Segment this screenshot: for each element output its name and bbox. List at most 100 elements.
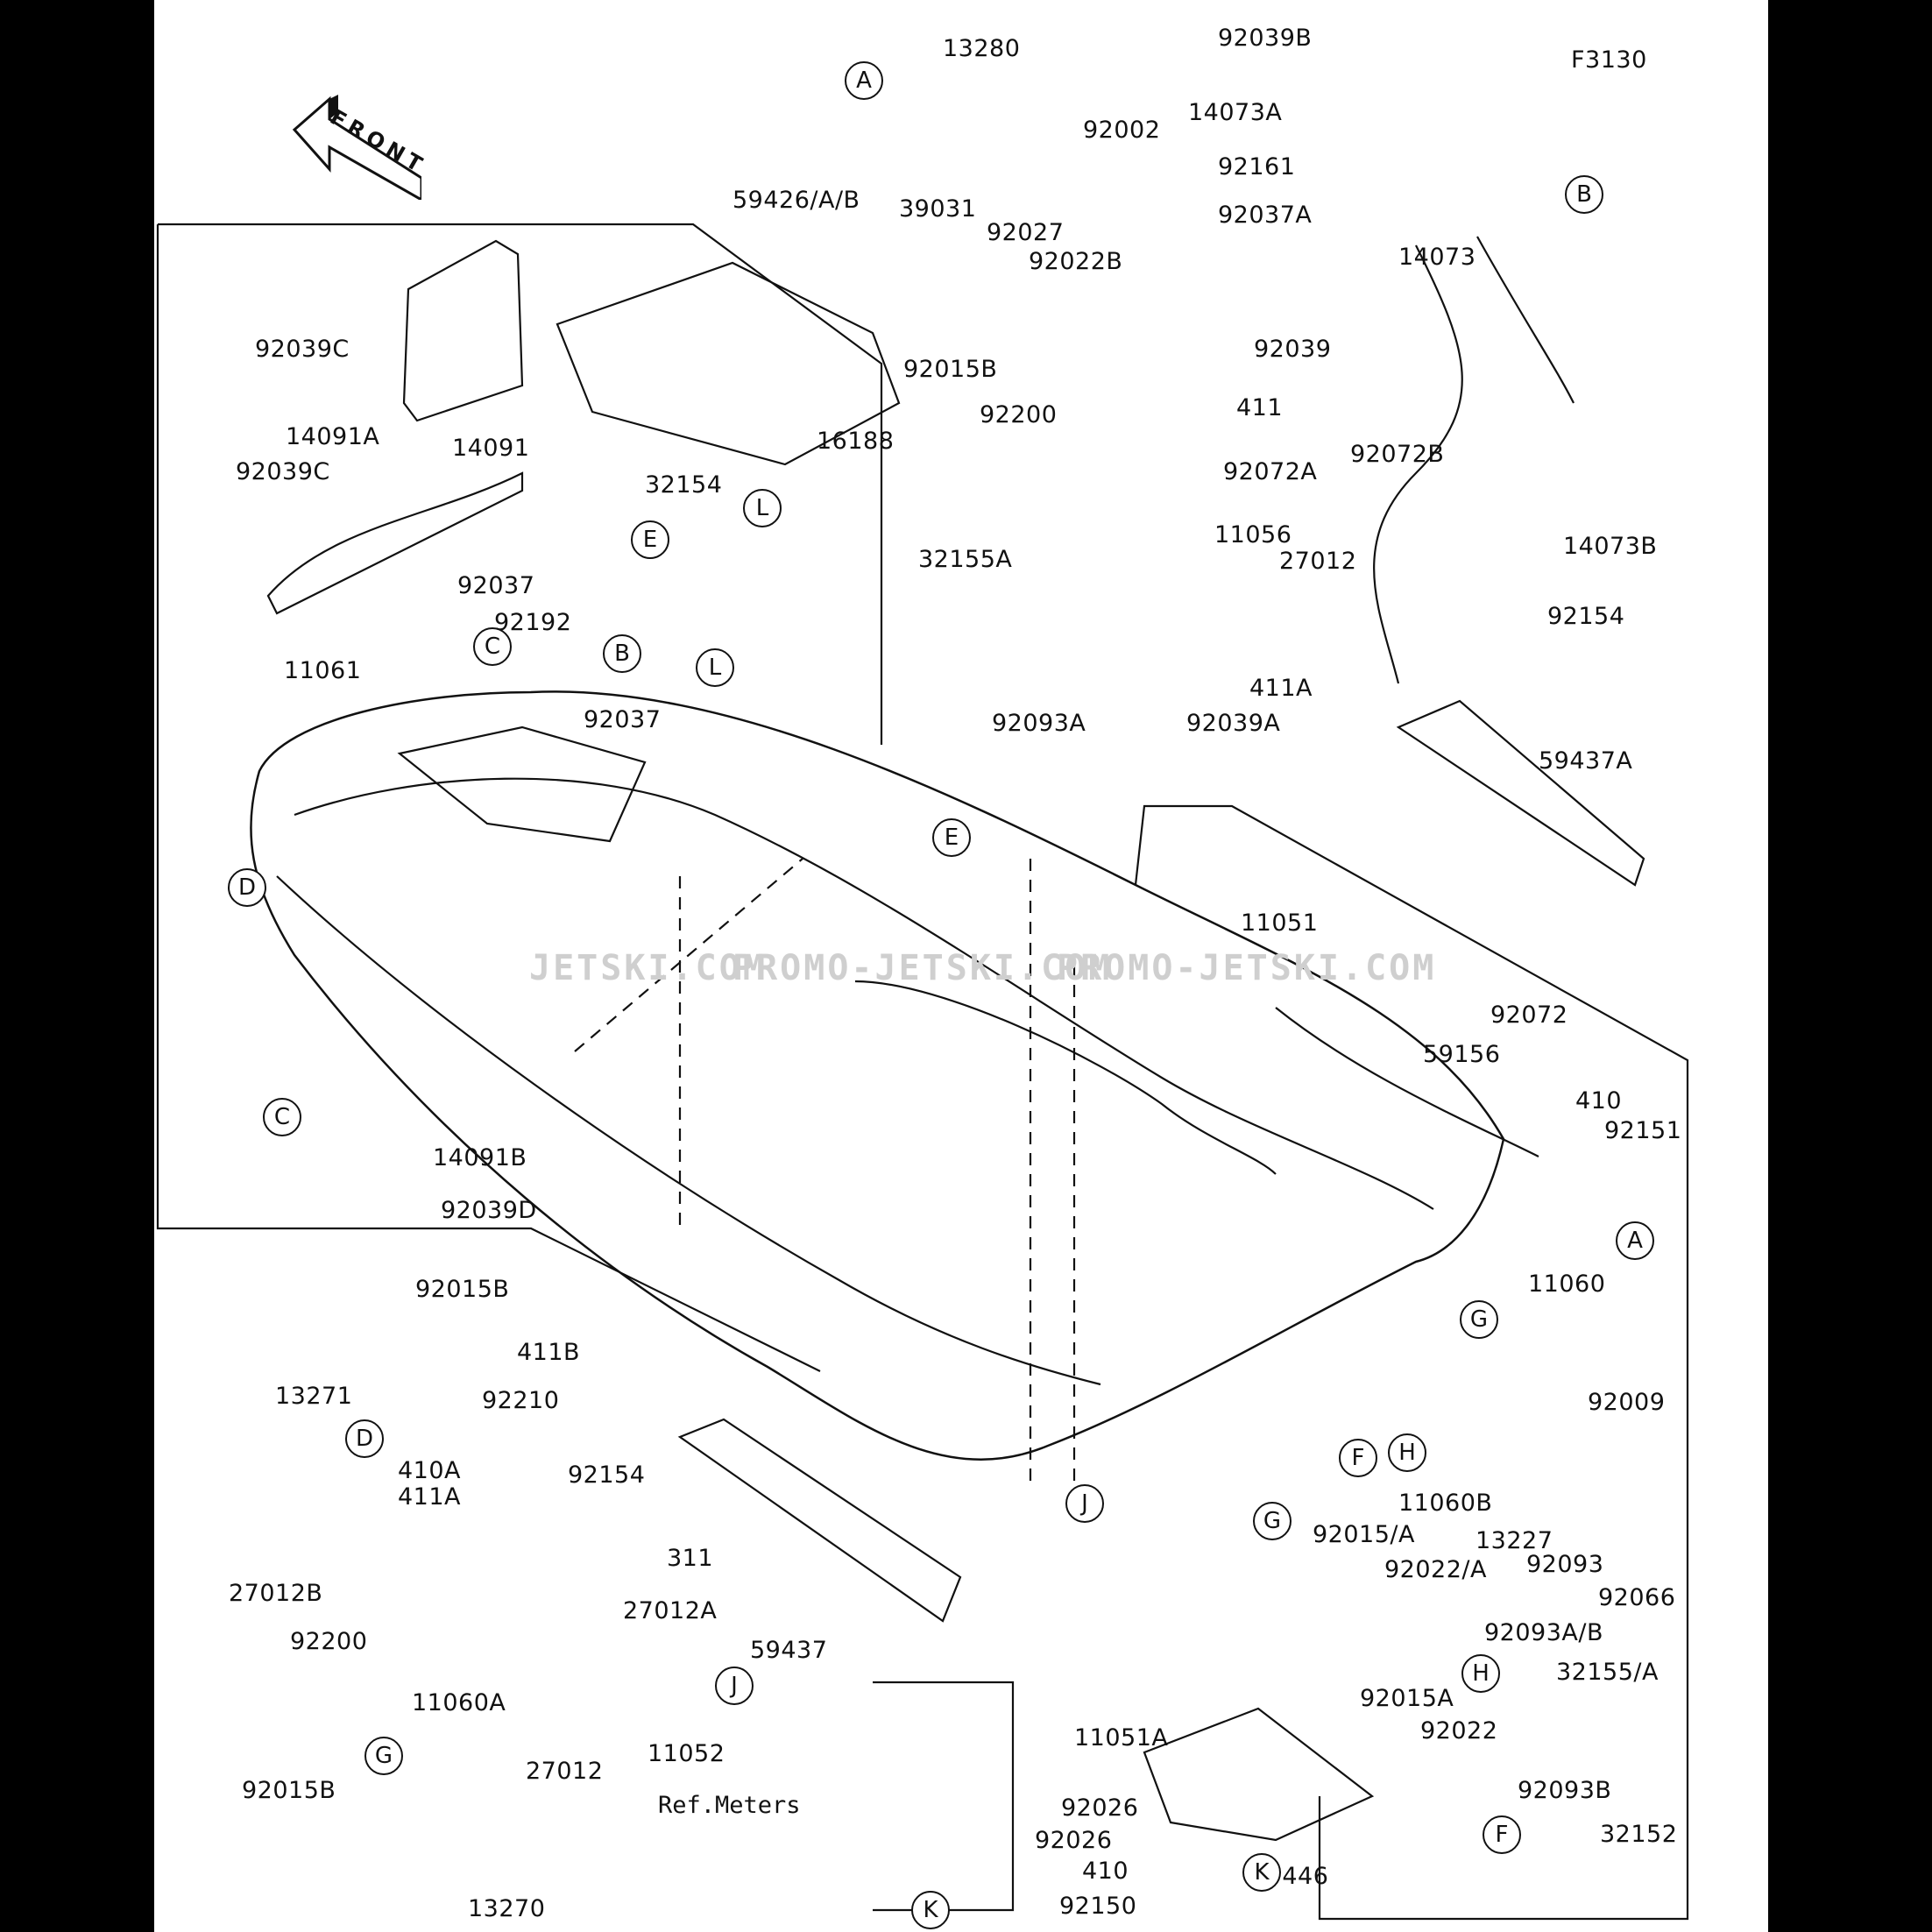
part-label[interactable]: 59426/A/B [732, 187, 860, 214]
part-label[interactable]: 92072B [1350, 441, 1445, 468]
part-label[interactable]: 11061 [284, 657, 362, 684]
part-label[interactable]: 32155A [918, 546, 1013, 573]
part-label[interactable]: 410A [398, 1457, 462, 1484]
ref-marker-f[interactable]: F [1339, 1439, 1377, 1477]
part-label[interactable]: 92072 [1490, 1001, 1568, 1029]
part-label[interactable]: 92009 [1588, 1389, 1666, 1416]
ref-marker-e[interactable]: E [631, 520, 669, 559]
part-label[interactable]: 14073B [1563, 533, 1658, 560]
part-label[interactable]: 92027 [987, 219, 1065, 246]
ref-marker-b[interactable]: B [1565, 175, 1603, 214]
part-label[interactable]: 92037 [584, 706, 662, 733]
ref-marker-j[interactable]: J [1065, 1484, 1104, 1523]
ref-marker-c[interactable]: C [473, 627, 512, 666]
part-label[interactable]: 92192 [494, 609, 572, 636]
part-label[interactable]: 92161 [1218, 153, 1296, 180]
part-label[interactable]: 311 [667, 1545, 714, 1572]
part-label[interactable]: 11060 [1528, 1270, 1606, 1298]
part-label[interactable]: 92037 [457, 572, 535, 599]
part-label[interactable]: 14091 [452, 435, 530, 462]
part-label[interactable]: 92154 [568, 1461, 646, 1489]
part-label[interactable]: 92015/A [1313, 1521, 1415, 1548]
part-label[interactable]: 32152 [1600, 1821, 1678, 1848]
part-label[interactable]: 411B [517, 1339, 581, 1366]
part-label[interactable]: 92022B [1029, 248, 1123, 275]
part-label[interactable]: 14091B [433, 1144, 527, 1171]
part-label[interactable]: 11056 [1214, 521, 1292, 548]
part-label[interactable]: 411A [1249, 675, 1313, 702]
ref-marker-j[interactable]: J [715, 1667, 754, 1705]
part-label[interactable]: 92039A [1186, 710, 1281, 737]
ref-marker-c[interactable]: C [263, 1098, 301, 1136]
part-label[interactable]: 92039B [1218, 25, 1313, 52]
part-label[interactable]: 92002 [1083, 117, 1161, 144]
part-label[interactable]: 14091A [286, 423, 380, 450]
part-label[interactable]: 92072A [1223, 458, 1318, 485]
part-label[interactable]: 92039C [236, 458, 330, 485]
ref-marker-d[interactable]: D [228, 868, 266, 907]
ref-marker-g[interactable]: G [1253, 1502, 1292, 1540]
part-label[interactable]: 13227 [1476, 1527, 1553, 1554]
ref-marker-h[interactable]: H [1388, 1433, 1426, 1472]
part-label[interactable]: 13270 [468, 1895, 546, 1922]
part-label[interactable]: 27012 [1279, 548, 1357, 575]
ref-marker-l[interactable]: L [743, 489, 782, 527]
part-label[interactable]: 92200 [980, 401, 1058, 428]
ref-marker-f[interactable]: F [1483, 1815, 1521, 1854]
part-label[interactable]: 11060B [1398, 1490, 1493, 1517]
part-label[interactable]: 411 [1236, 394, 1284, 421]
part-label[interactable]: 11051 [1241, 909, 1319, 937]
part-label[interactable]: 13271 [275, 1383, 353, 1410]
part-label[interactable]: 59437A [1539, 747, 1633, 775]
part-label[interactable]: 27012A [623, 1597, 718, 1624]
ref-marker-e[interactable]: E [932, 818, 971, 857]
ref-marker-k[interactable]: K [1242, 1853, 1281, 1892]
part-label[interactable]: 92154 [1547, 603, 1625, 630]
part-label[interactable]: 410 [1575, 1087, 1623, 1115]
ref-marker-h[interactable]: H [1461, 1654, 1500, 1693]
part-label[interactable]: 11052 [648, 1740, 725, 1767]
ref-marker-a[interactable]: A [845, 61, 883, 100]
part-label[interactable]: 14073 [1398, 244, 1476, 271]
part-label[interactable]: 13280 [943, 35, 1021, 62]
ref-marker-k[interactable]: K [911, 1891, 950, 1929]
part-label[interactable]: 92026 [1035, 1827, 1113, 1854]
part-label[interactable]: 92210 [482, 1387, 560, 1414]
part-label[interactable]: 16188 [817, 428, 895, 455]
part-label[interactable]: 92015A [1360, 1685, 1454, 1712]
part-label[interactable]: 92015B [242, 1777, 336, 1804]
part-label[interactable]: 92066 [1598, 1584, 1676, 1611]
part-label[interactable]: 59156 [1423, 1041, 1501, 1068]
part-label[interactable]: 92026 [1061, 1794, 1139, 1822]
ref-marker-g[interactable]: G [364, 1737, 403, 1775]
part-label[interactable]: 92093A [992, 710, 1086, 737]
part-label[interactable]: 92093A/B [1484, 1619, 1603, 1646]
part-label[interactable]: 14073A [1188, 99, 1283, 126]
part-label[interactable]: 92039C [255, 336, 350, 363]
part-label[interactable]: 92039 [1254, 336, 1332, 363]
part-label[interactable]: 39031 [899, 195, 977, 223]
part-label[interactable]: 11051A [1074, 1724, 1169, 1752]
ref-marker-g[interactable]: G [1460, 1300, 1498, 1339]
ref-marker-b[interactable]: B [603, 634, 641, 673]
part-label[interactable]: 92022/A [1384, 1556, 1487, 1583]
part-label[interactable]: 92093B [1518, 1777, 1612, 1804]
part-label[interactable]: 92015B [415, 1276, 510, 1303]
part-label[interactable]: 92150 [1059, 1893, 1137, 1920]
part-label[interactable]: 92151 [1604, 1117, 1682, 1144]
part-label[interactable]: 32154 [645, 471, 723, 499]
part-label[interactable]: 11060A [412, 1689, 506, 1716]
part-label[interactable]: 27012B [229, 1580, 323, 1607]
ref-marker-d[interactable]: D [345, 1419, 384, 1458]
ref-marker-a[interactable]: A [1616, 1221, 1654, 1260]
part-label[interactable]: 92037A [1218, 202, 1313, 229]
ref-marker-l[interactable]: L [696, 648, 734, 687]
part-label[interactable]: 92200 [290, 1628, 368, 1655]
part-label[interactable]: 27012 [526, 1758, 604, 1785]
part-label[interactable]: 92039D [441, 1197, 537, 1224]
part-label[interactable]: 92022 [1420, 1717, 1498, 1744]
part-label[interactable]: 32155/A [1556, 1659, 1659, 1686]
part-label[interactable]: 410 [1082, 1858, 1129, 1885]
part-label[interactable]: 411A [398, 1483, 462, 1511]
part-label[interactable]: 59437 [750, 1637, 828, 1664]
